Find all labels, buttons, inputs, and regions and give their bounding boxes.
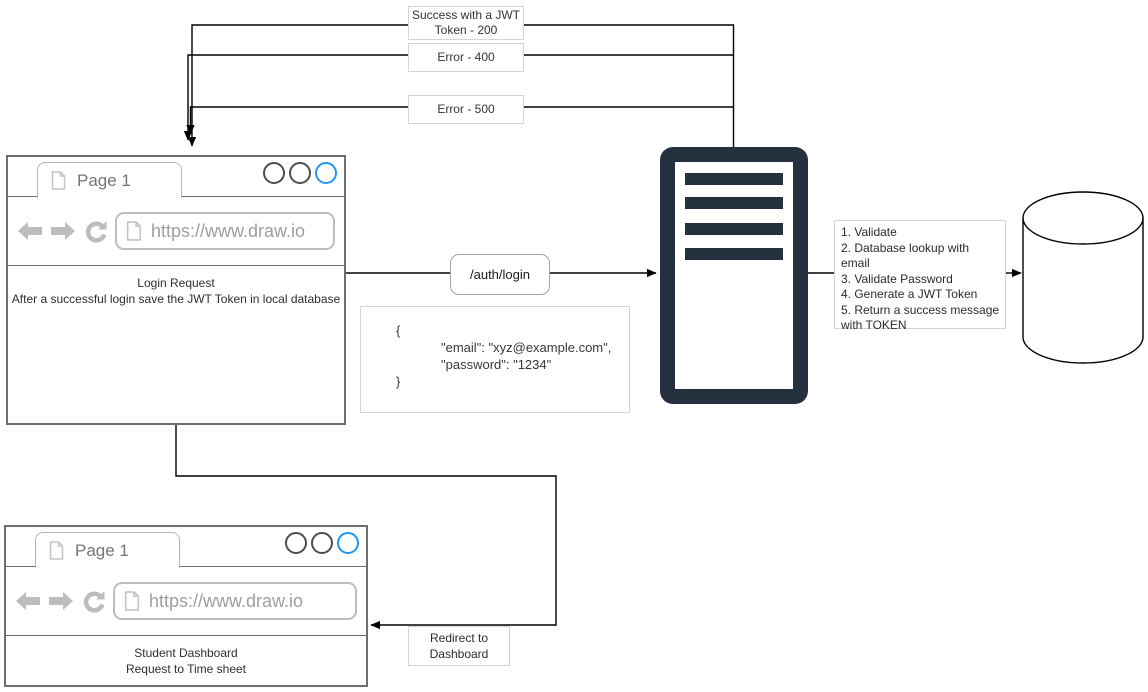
browser-nav-bar: https://www.draw.io — [6, 567, 366, 636]
connector-error400-to-browser — [183, 54, 408, 141]
page-icon — [124, 591, 140, 611]
status-box-label: Success with a JWT Token - 200 — [411, 8, 521, 37]
window-buttons — [263, 162, 337, 184]
redirect-box: Redirect to Dashboard — [408, 626, 510, 666]
browser-tab-label: Page 1 — [75, 540, 129, 560]
browser-page-content: Login Request After a successful login s… — [8, 266, 344, 307]
back-arrow-icon — [18, 222, 42, 240]
connector-error500-to-browser — [186, 106, 408, 135]
page-content-line: After a successful login save the JWT To… — [11, 292, 341, 306]
browser-tab: Page 1 — [37, 162, 182, 198]
status-box-error-500: Error - 500 — [408, 95, 524, 124]
server-steps-box: 1. Validate 2. Database lookup with emai… — [834, 220, 1006, 332]
status-box-label: Error - 500 — [437, 102, 495, 116]
page-content-line: Request to Time sheet — [125, 662, 247, 676]
connector-redirect-to-dashboard — [175, 425, 557, 630]
browser-window-dashboard: Page 1 ht — [4, 525, 368, 687]
page-icon — [51, 171, 66, 190]
window-circle-icon — [289, 162, 311, 184]
database-icon — [1022, 191, 1144, 364]
browser-nav-bar: https://www.draw.io — [8, 197, 344, 266]
request-body-box: { "email": "xyz@example.com", "password"… — [360, 306, 630, 413]
server-step: 1. Validate — [841, 225, 897, 239]
back-arrow-icon — [16, 592, 40, 610]
url-text: https://www.draw.io — [151, 220, 306, 241]
url-bar: https://www.draw.io — [115, 212, 335, 250]
window-circle-icon-active — [337, 532, 359, 554]
auth-endpoint-box: /auth/login — [450, 254, 550, 295]
forward-arrow-icon — [49, 592, 73, 610]
connector-success-to-browser — [187, 24, 408, 147]
connector-server-to-success — [524, 24, 735, 147]
refresh-icon — [85, 221, 107, 243]
redirect-label: Redirect to Dashboard — [429, 631, 489, 661]
browser-tab: Page 1 — [35, 532, 180, 568]
status-box-error-400: Error - 400 — [408, 43, 524, 72]
browser-tab-bar: Page 1 — [8, 157, 344, 198]
browser-tab-bar: Page 1 — [6, 527, 366, 568]
browser-tab-label: Page 1 — [77, 170, 131, 190]
server-icon — [660, 147, 808, 404]
url-text: https://www.draw.io — [149, 590, 304, 611]
window-buttons — [285, 532, 359, 554]
server-step: 4. Generate a JWT Token — [841, 287, 978, 301]
auth-endpoint-label: /auth/login — [470, 267, 530, 282]
browser-window-login: Page 1 ht — [6, 155, 346, 425]
refresh-icon — [83, 591, 105, 613]
status-box-success-200: Success with a JWT Token - 200 — [408, 6, 524, 40]
window-circle-icon — [285, 532, 307, 554]
url-bar: https://www.draw.io — [113, 582, 357, 620]
window-circle-icon — [263, 162, 285, 184]
server-step: 3. Validate Password — [841, 271, 953, 286]
request-body-close-brace: } — [396, 374, 401, 389]
request-body-password: "password": "1234" — [441, 357, 552, 372]
window-circle-icon-active — [315, 162, 337, 184]
request-body-open-brace: { — [396, 323, 401, 338]
page-content-line: Student Dashboard — [134, 646, 238, 660]
browser-page-content: Student Dashboard Request to Time sheet — [6, 636, 366, 677]
forward-arrow-icon — [51, 222, 75, 240]
window-circle-icon — [311, 532, 333, 554]
server-step: 5. Return a success message with TOKEN — [841, 302, 1000, 333]
request-body-email: "email": "xyz@example.com", — [441, 340, 612, 355]
status-box-label: Error - 400 — [437, 50, 495, 64]
page-icon — [126, 221, 142, 241]
page-content-line: Login Request — [137, 276, 215, 290]
server-step: 2. Database lookup with email — [841, 240, 970, 271]
page-icon — [49, 541, 64, 560]
